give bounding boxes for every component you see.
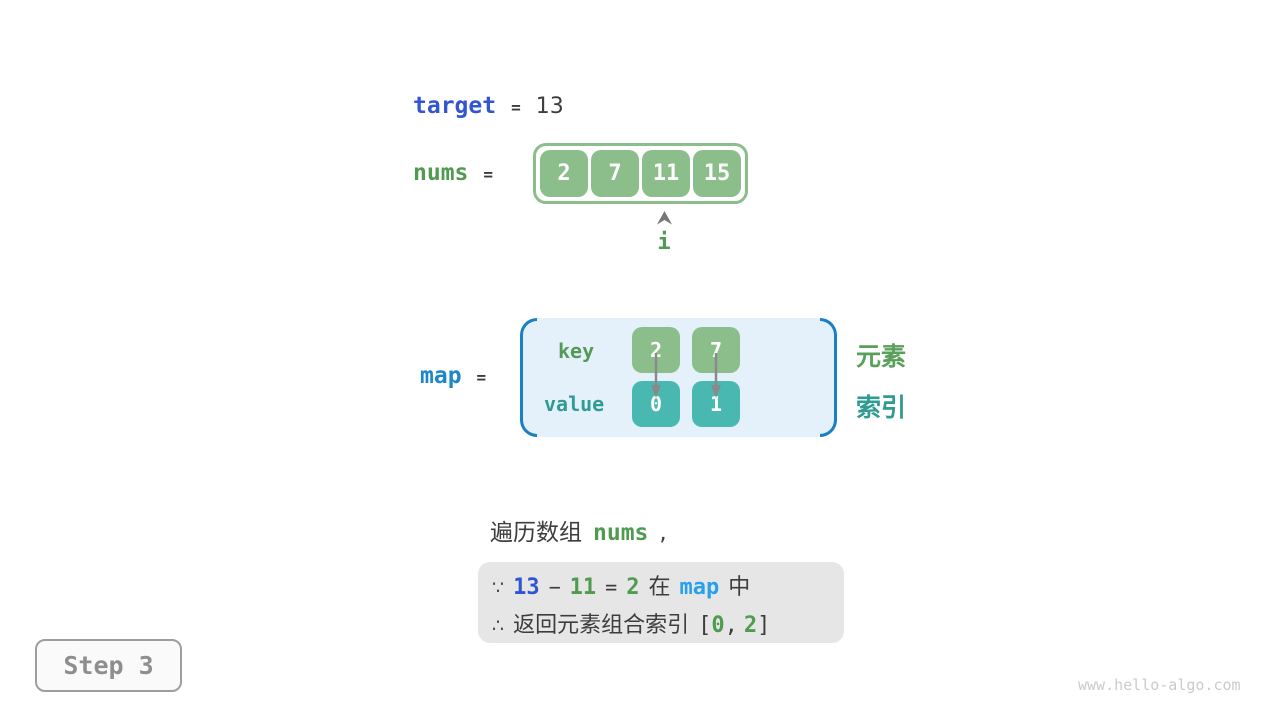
because-symbol: ∵ (492, 577, 505, 599)
note-in-text: 在 (648, 575, 671, 600)
note-map-keyword: map (679, 575, 720, 600)
note-index-0: 0 (711, 613, 725, 638)
note-index-pair: [ 0 , 2 ] (698, 613, 770, 638)
target-line: target = 13 (413, 93, 564, 119)
map-line-label: map = (420, 363, 486, 389)
element-side-label: 元素 (856, 342, 907, 371)
caption-line: 遍历数组 nums , (490, 513, 667, 547)
map-keyword: map (420, 363, 462, 389)
down-arrow-icon (651, 353, 661, 398)
note-suffix-text: 中 (728, 575, 751, 600)
up-arrow-icon (657, 211, 672, 225)
nums-array: 2 7 11 15 (533, 143, 748, 204)
equals-sign: = (605, 575, 618, 599)
map-bracket-right (820, 318, 837, 437)
minus-sign: − (548, 575, 561, 599)
note-target-value: 13 (513, 575, 540, 600)
array-cell: 15 (693, 150, 741, 197)
down-arrow-icon (711, 353, 721, 398)
equals-sign: = (483, 165, 494, 184)
note-line-1: ∵ 13 − 11 = 2 在 map 中 (492, 569, 844, 604)
equals-sign: = (476, 368, 487, 387)
nums-line-label: nums = (413, 160, 493, 186)
note-line-2: ∴ 返回元素组合索引 [ 0 , 2 ] (492, 607, 844, 642)
map-value-label: value (544, 392, 605, 416)
target-keyword: target (413, 93, 497, 119)
note-return-text: 返回元素组合索引 (513, 613, 690, 638)
map-bracket-left (520, 318, 537, 437)
open-bracket: [ (698, 613, 712, 638)
target-value: 13 (535, 94, 564, 119)
caption-code-nums: nums (593, 520, 649, 546)
note-result-value: 2 (626, 575, 640, 600)
array-cell: 7 (591, 150, 639, 197)
pointer-i-label: i (657, 230, 671, 255)
conclusion-note-box: ∵ 13 − 11 = 2 在 map 中 ∴ 返回元素组合索引 [ 0 , 2… (478, 562, 844, 643)
map-container: key value 2 7 0 1 (520, 318, 837, 437)
watermark-text: www.hello-algo.com (1078, 676, 1241, 694)
caption-text: 遍历数组 (490, 520, 582, 546)
map-key-label: key (558, 339, 595, 363)
array-cell: 11 (642, 150, 690, 197)
note-index-2: 2 (743, 613, 758, 638)
comma: , (724, 613, 738, 638)
equals-sign: = (511, 98, 521, 117)
index-side-label: 索引 (856, 393, 907, 422)
note-current-value: 11 (569, 575, 597, 600)
therefore-symbol: ∴ (492, 615, 505, 637)
nums-keyword: nums (413, 160, 469, 186)
caption-comma: , (659, 520, 667, 546)
close-bracket: ] (757, 613, 771, 638)
array-cell: 2 (540, 150, 588, 197)
step-badge: Step 3 (35, 639, 182, 692)
